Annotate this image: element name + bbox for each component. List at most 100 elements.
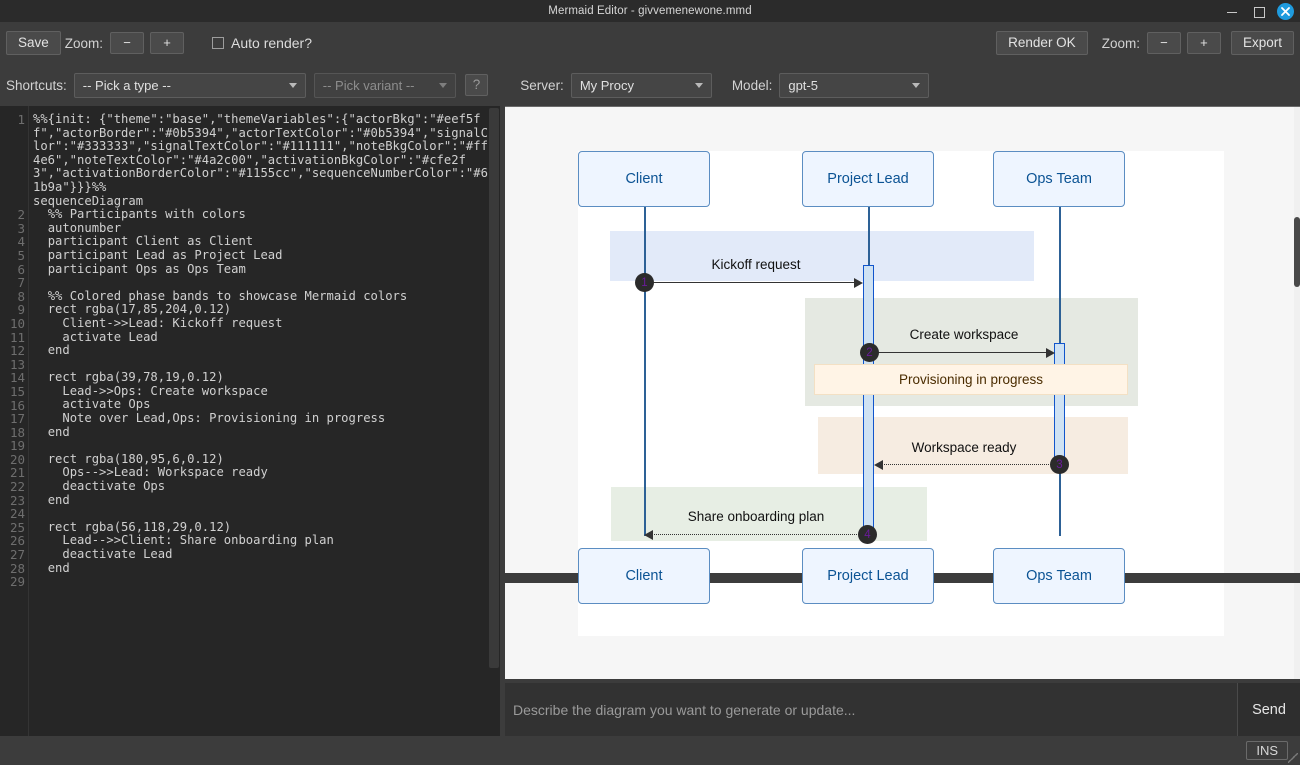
message-line-3 [881, 464, 1053, 465]
line-number: 13 [9, 357, 25, 372]
zoom-label-right: Zoom: [1101, 35, 1140, 51]
code-text[interactable]: %%{init: {"theme":"base","themeVariables… [28, 106, 500, 736]
zoom-in-button-left[interactable]: + [150, 32, 185, 54]
line-number: 7 [17, 276, 25, 290]
editor-scrollbar-thumb[interactable] [489, 108, 499, 668]
sequence-number-1: 1 [635, 273, 654, 292]
shortcuts-label: Shortcuts: [6, 77, 67, 93]
shortcut-variant-select[interactable]: -- Pick variant -- [313, 72, 456, 98]
actor-box-ops-top[interactable]: Ops Team [993, 151, 1125, 207]
zoom-in-button-right[interactable]: + [1186, 32, 1221, 54]
message-line-4 [651, 534, 861, 535]
server-value: My Procy [579, 77, 634, 93]
line-number: 22 [9, 480, 25, 494]
insert-mode-badge: INS [1246, 741, 1288, 760]
title-bar: Mermaid Editor - givvemenewone.mmd [0, 0, 1300, 22]
preview-scrollbar-thumb[interactable] [1294, 217, 1300, 287]
resize-grip-icon[interactable] [1288, 753, 1298, 763]
message-label-4: Share onboarding plan [687, 509, 825, 524]
model-value: gpt-5 [788, 77, 818, 93]
zoom-out-button-left[interactable]: − [110, 32, 145, 54]
prompt-bar: Send [505, 683, 1300, 736]
zoom-out-button-right[interactable]: − [1146, 32, 1181, 54]
line-number: 6 [17, 262, 25, 277]
line-number: 29 [9, 575, 25, 589]
model-label: Model: [731, 77, 773, 93]
line-number: 4 [17, 235, 25, 249]
toolbar-primary: Save Zoom: − + Auto render? Render OK Zo… [0, 22, 1300, 64]
chevron-down-icon [694, 83, 703, 88]
diagram-canvas: Client Project Lead Ops Team Kickoff req… [578, 151, 1224, 636]
message-line-2 [874, 352, 1050, 353]
actor-box-client-bottom[interactable]: Client [578, 548, 710, 604]
line-number: 2 [17, 208, 25, 222]
line-number: 23 [9, 493, 25, 508]
model-select[interactable]: gpt-5 [779, 72, 930, 98]
line-number: 15 [9, 384, 25, 399]
actor-label: Project Lead [827, 568, 909, 584]
shortcut-variant-value: -- Pick variant -- [322, 77, 415, 93]
shortcut-type-select[interactable]: -- Pick a type -- [73, 72, 306, 98]
server-label: Server: [520, 77, 564, 93]
message-label-3: Workspace ready [911, 440, 1017, 455]
send-button[interactable]: Send [1238, 683, 1300, 736]
window-title: Mermaid Editor - givvemenewone.mmd [548, 5, 752, 17]
toolbar-secondary: Shortcuts: -- Pick a type -- -- Pick var… [0, 64, 1300, 106]
zoom-label-left: Zoom: [64, 35, 104, 51]
line-number: 5 [17, 248, 25, 263]
actor-label: Client [625, 568, 663, 584]
line-number: 11 [9, 330, 25, 345]
line-number: 28 [9, 561, 25, 576]
chevron-down-icon [912, 83, 921, 88]
chevron-down-icon [438, 83, 447, 88]
vertical-splitter[interactable] [500, 106, 505, 736]
status-bar: INS [0, 736, 1300, 765]
chevron-down-icon [288, 83, 297, 88]
message-label-2: Create workspace [909, 327, 1019, 342]
help-button[interactable]: ? [464, 74, 489, 96]
save-button[interactable]: Save [6, 31, 61, 55]
message-line-1 [645, 282, 861, 283]
sequence-number-3: 3 [1050, 455, 1069, 474]
window-controls [1225, 0, 1294, 22]
arrow-left-icon [644, 530, 653, 540]
auto-render-label: Auto render? [231, 35, 312, 51]
arrow-left-icon [874, 460, 883, 470]
actor-label: Ops Team [1026, 171, 1092, 187]
line-number: 17 [9, 412, 25, 426]
line-number: 8 [17, 289, 25, 304]
line-number: 18 [9, 425, 25, 440]
diagram-preview-pane[interactable]: Client Project Lead Ops Team Kickoff req… [505, 106, 1300, 679]
arrow-right-icon [1046, 348, 1055, 358]
shortcut-type-value: -- Pick a type -- [82, 77, 171, 93]
activation-lead [863, 265, 874, 538]
message-label-1: Kickoff request [711, 257, 801, 272]
line-number: 12 [9, 344, 25, 358]
line-number: 1 [17, 113, 25, 127]
render-status-button[interactable]: Render OK [996, 31, 1088, 55]
line-number: 26 [9, 534, 25, 549]
auto-render-checkbox[interactable]: Auto render? [212, 35, 312, 51]
editor-scrollbar[interactable] [488, 106, 500, 736]
sequence-number-2: 2 [860, 343, 879, 362]
minimize-icon[interactable] [1225, 4, 1239, 18]
prompt-input[interactable] [505, 683, 1238, 736]
maximize-icon[interactable] [1252, 4, 1266, 18]
server-select[interactable]: My Procy [570, 72, 712, 98]
actor-label: Ops Team [1026, 568, 1092, 584]
actor-box-lead-top[interactable]: Project Lead [802, 151, 934, 207]
export-button[interactable]: Export [1230, 31, 1294, 55]
close-icon[interactable] [1277, 2, 1294, 20]
actor-box-client-top[interactable]: Client [578, 151, 710, 207]
actor-label: Client [625, 171, 663, 187]
checkbox-box-icon [212, 37, 225, 49]
line-number: 19 [9, 439, 25, 453]
preview-scrollbar[interactable] [1294, 107, 1300, 679]
line-number: 3 [17, 221, 25, 236]
actor-box-ops-bottom[interactable]: Ops Team [993, 548, 1125, 604]
actor-box-lead-bottom[interactable]: Project Lead [802, 548, 934, 604]
actor-label: Project Lead [827, 171, 909, 187]
